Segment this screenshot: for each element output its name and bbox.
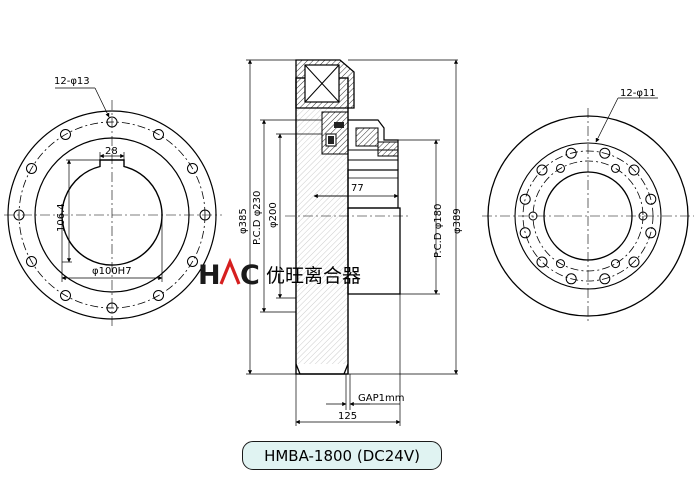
bolt-hole: [519, 227, 531, 239]
left-end-view: [4, 100, 222, 328]
inner-bolt-hole: [638, 211, 648, 221]
bolt-hole: [565, 273, 577, 285]
pcd-right-label: P.C.D φ180: [433, 204, 444, 258]
right-dimensions: [595, 97, 658, 143]
bolt-hole: [153, 290, 164, 301]
key-height-label: 106.4: [56, 203, 67, 232]
bolt-hole: [565, 147, 577, 159]
bolt-hole: [187, 163, 198, 174]
brand-logo: H C: [198, 257, 260, 291]
bolt-hole: [599, 273, 611, 285]
bolt-hole: [106, 116, 118, 128]
key-width-label: 28: [105, 146, 118, 157]
bolt-hole: [13, 209, 25, 221]
left-bolt-holes: [13, 116, 211, 314]
outer-diameter-label: φ385: [238, 208, 249, 234]
hub-length-label: 77: [351, 183, 364, 194]
total-length-label: 125: [338, 411, 357, 422]
logo-h-letter: H: [198, 260, 221, 291]
section-dimensions: [246, 59, 459, 426]
logo-c-letter: C: [240, 260, 260, 291]
logo-a-letter: [219, 257, 241, 285]
model-label: HMBA-1800 (DC24V): [264, 446, 420, 465]
hub-diameter-label: φ200: [268, 202, 279, 228]
bolt-hole: [536, 164, 548, 176]
bolt-hole: [628, 164, 640, 176]
right-bolt-note: 12-φ11: [620, 88, 656, 99]
right-bolt-holes: [519, 147, 657, 285]
bolt-hole: [599, 147, 611, 159]
right-end-view: [482, 108, 694, 324]
bolt-hole: [645, 193, 657, 205]
bolt-hole: [628, 256, 640, 268]
bolt-hole: [153, 129, 164, 140]
gap-label: GAP1mm: [358, 393, 404, 404]
brand-name: 优旺离合器: [266, 265, 361, 287]
flange-diameter-label: φ389: [452, 208, 463, 234]
left-bolt-note: 12-φ13: [54, 76, 90, 87]
bolt-hole: [60, 129, 71, 140]
bolt-hole: [26, 256, 37, 267]
bolt-hole: [536, 256, 548, 268]
left-dimensions: [55, 87, 163, 282]
section-view: [285, 59, 410, 375]
bolt-hole: [26, 163, 37, 174]
bolt-hole: [199, 209, 211, 221]
inner-bolt-hole: [611, 163, 620, 173]
inner-bolt-hole: [556, 259, 565, 269]
bolt-hole: [60, 290, 71, 301]
bolt-hole: [106, 302, 118, 314]
model-badge: HMBA-1800 (DC24V): [242, 441, 442, 470]
bore-label: φ100H7: [92, 266, 132, 277]
inner-bolt-hole: [556, 163, 565, 173]
inner-bolt-hole: [528, 211, 538, 221]
inner-bolt-hole: [611, 259, 620, 269]
bolt-hole: [645, 227, 657, 239]
bolt-hole: [519, 193, 531, 205]
bolt-hole: [187, 256, 198, 267]
pcd-inner-label: P.C.D φ230: [252, 191, 263, 245]
